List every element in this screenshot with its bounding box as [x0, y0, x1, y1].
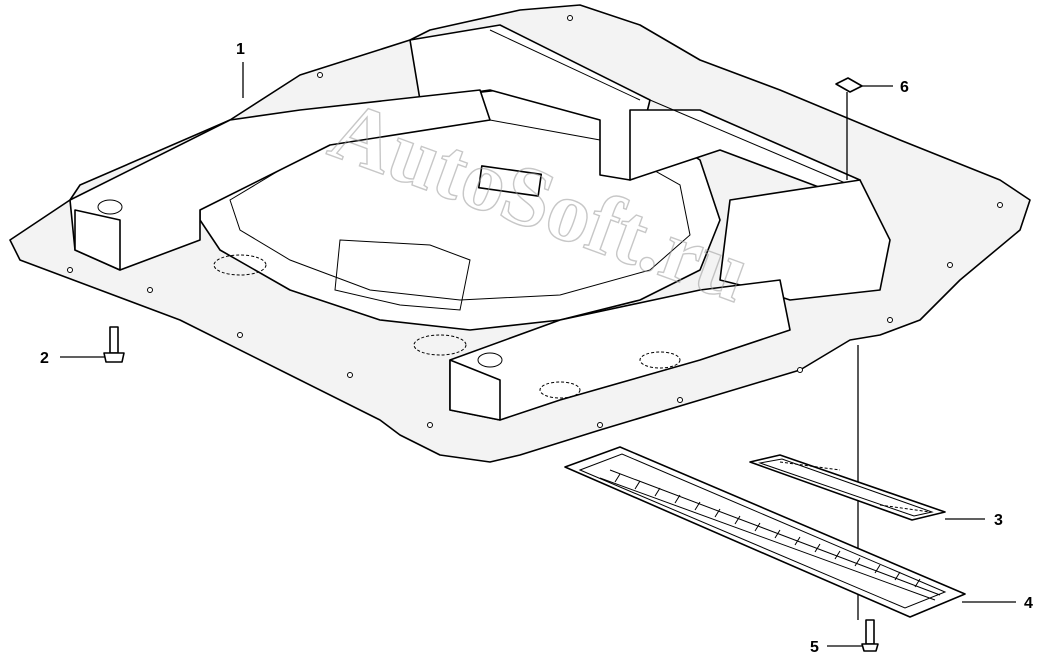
screw-left [103, 326, 125, 363]
callout-4: 4 [1024, 595, 1033, 612]
filter-part [749, 454, 946, 521]
grille-part [564, 446, 966, 618]
leader-lines [60, 62, 1016, 647]
air-duct-frame [69, 89, 891, 421]
callout-2: 2 [40, 350, 49, 367]
callout-6: 6 [900, 79, 909, 96]
callout-5: 5 [810, 639, 819, 656]
callout-3: 3 [994, 512, 1003, 529]
callout-1: 1 [236, 41, 245, 58]
